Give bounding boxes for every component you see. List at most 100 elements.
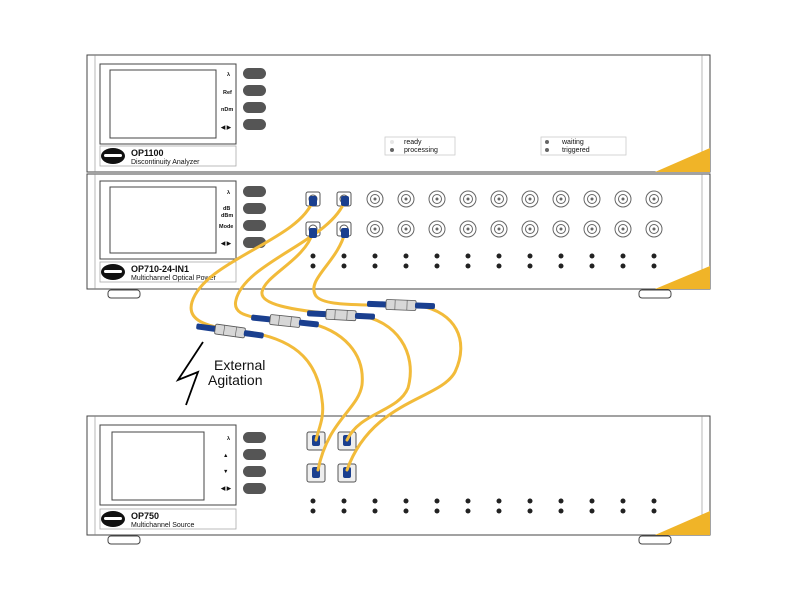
external-agitation-annotation: External Agitation <box>175 341 265 406</box>
ready-led <box>390 140 394 144</box>
softkey-group <box>243 68 266 130</box>
optical-port[interactable] <box>428 220 446 238</box>
processing-led <box>390 148 394 152</box>
optical-port[interactable] <box>521 220 539 238</box>
device-name-label: Discontinuity Analyzer <box>131 159 200 166</box>
fiber-cord-5 <box>246 330 325 442</box>
optical-port[interactable] <box>459 190 477 208</box>
agitation-label-line1: External <box>214 357 265 373</box>
status-processing-label: processing <box>404 147 438 154</box>
status-led <box>589 253 595 259</box>
softkey-2[interactable] <box>243 203 266 214</box>
fiber-cord-7 <box>345 314 412 442</box>
status-led <box>372 498 378 504</box>
status-led <box>434 498 440 504</box>
fiber-cord-4 <box>312 230 394 308</box>
status-led <box>341 498 347 504</box>
optical-port[interactable] <box>366 220 384 238</box>
status-led <box>589 263 595 269</box>
status-led <box>620 508 626 514</box>
softkey-1[interactable] <box>243 432 266 443</box>
status-waiting-label: waiting <box>561 139 584 146</box>
softkey-4[interactable] <box>243 237 266 248</box>
accent-corner <box>655 148 710 172</box>
status-led <box>589 508 595 514</box>
status-led <box>651 263 657 269</box>
softkey-4[interactable] <box>243 483 266 494</box>
status-led <box>341 508 347 514</box>
optical-port[interactable] <box>583 220 601 238</box>
optical-port[interactable] <box>459 220 477 238</box>
status-led <box>558 498 564 504</box>
optical-port[interactable] <box>521 190 539 208</box>
accent-corner <box>655 511 710 535</box>
status-led <box>434 508 440 514</box>
model-label: OP710-24-IN1 <box>131 264 189 274</box>
status-led <box>620 253 626 259</box>
fiber-cord-2 <box>233 198 347 322</box>
status-led <box>527 253 533 259</box>
status-led <box>620 263 626 269</box>
foot-left <box>107 289 141 299</box>
status-led <box>589 498 595 504</box>
device-name-label: Multichannel Source <box>131 522 195 529</box>
status-led <box>341 263 347 269</box>
model-label: OP1100 <box>131 148 164 158</box>
plugged-connectors-op710 <box>309 196 349 238</box>
optical-port[interactable] <box>645 190 663 208</box>
status-led <box>372 253 378 259</box>
softkey-1[interactable] <box>243 68 266 79</box>
waiting-led <box>545 140 549 144</box>
softkey-3[interactable] <box>243 102 266 113</box>
op750-unit: λ ▲ ▼ ◀ ▶ OP750 Multichannel Source <box>86 415 711 545</box>
source-port[interactable] <box>306 463 326 483</box>
softkey-4[interactable] <box>243 119 266 130</box>
softkey-group <box>243 432 266 494</box>
coupler-3 <box>306 308 376 322</box>
optical-port[interactable] <box>490 190 508 208</box>
status-led <box>558 263 564 269</box>
optical-port[interactable] <box>614 190 632 208</box>
agitation-label-line2: Agitation <box>208 372 262 388</box>
softkey-3[interactable] <box>243 220 266 231</box>
optical-port[interactable] <box>428 190 446 208</box>
fiber-cord-8 <box>345 304 463 472</box>
status-led <box>310 263 316 269</box>
status-led <box>465 263 471 269</box>
status-box-right <box>540 136 627 156</box>
optical-port[interactable] <box>490 220 508 238</box>
optical-port[interactable] <box>397 190 415 208</box>
fiber-cord-3 <box>260 230 337 316</box>
status-led <box>403 498 409 504</box>
display-screen <box>109 69 217 139</box>
optical-port[interactable] <box>397 220 415 238</box>
status-led <box>620 498 626 504</box>
status-led <box>403 263 409 269</box>
softkey-2[interactable] <box>243 449 266 460</box>
status-led <box>310 253 316 259</box>
source-port[interactable] <box>337 463 357 483</box>
display-label-arrows: ◀ ▶ <box>220 124 232 131</box>
softkey-1[interactable] <box>243 186 266 197</box>
display-label-mode: Mode <box>219 224 233 230</box>
optical-port[interactable] <box>583 190 601 208</box>
display-label-lambda: λ <box>227 72 230 78</box>
softkey-3[interactable] <box>243 466 266 477</box>
optical-port[interactable] <box>645 220 663 238</box>
status-led <box>434 263 440 269</box>
display-label-lambda: λ <box>227 436 230 442</box>
display-label-arrows: ◀ ▶ <box>220 240 232 247</box>
fiber-patch-cords <box>189 198 463 472</box>
optical-port[interactable] <box>552 190 570 208</box>
accent-corner <box>655 266 710 289</box>
status-led <box>496 498 502 504</box>
optical-port[interactable] <box>552 220 570 238</box>
down-arrow-icon: ▼ <box>223 469 228 475</box>
status-led <box>310 498 316 504</box>
status-led <box>403 253 409 259</box>
status-led <box>527 263 533 269</box>
optical-port[interactable] <box>366 190 384 208</box>
softkey-2[interactable] <box>243 85 266 96</box>
optical-port[interactable] <box>614 220 632 238</box>
